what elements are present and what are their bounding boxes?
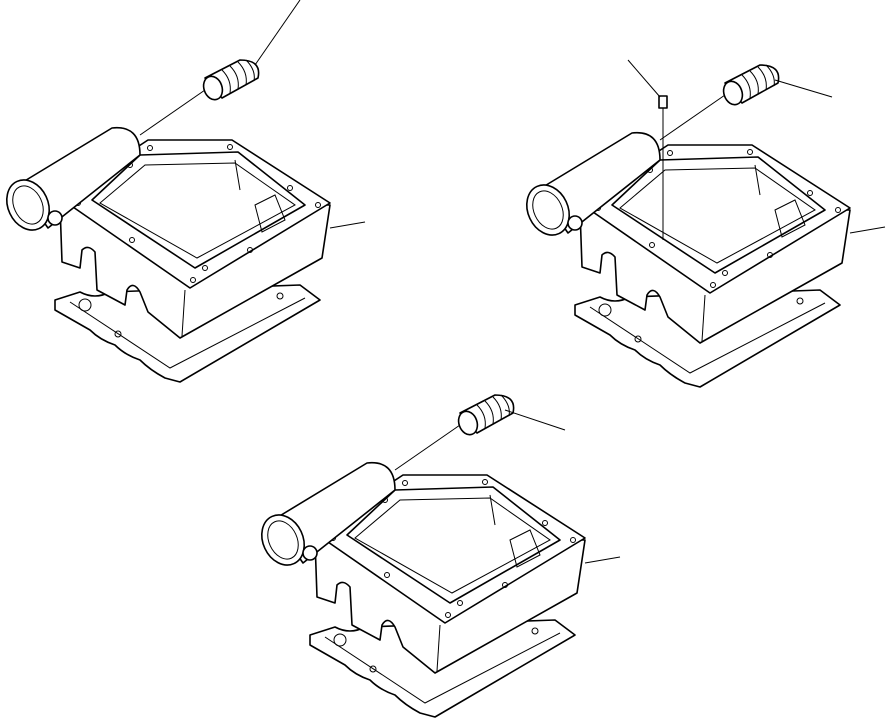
plug-leader-line <box>774 79 833 98</box>
plug-leader-line <box>504 409 566 431</box>
housing-assembly-3 <box>253 394 621 718</box>
housing-assembly-2 <box>518 59 886 388</box>
pin <box>627 59 668 240</box>
housing-assembly-1 <box>0 0 366 383</box>
plug-leader-line <box>254 0 301 66</box>
